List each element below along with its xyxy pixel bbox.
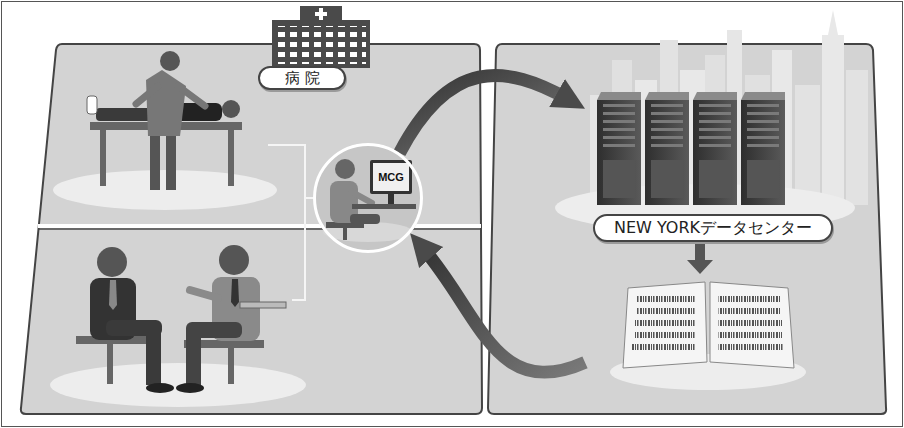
shoe bbox=[176, 383, 204, 393]
patient-shin bbox=[146, 330, 161, 385]
skyline-building bbox=[822, 35, 844, 205]
rack-slots bbox=[699, 104, 731, 152]
barcode-row bbox=[632, 344, 696, 350]
clipboard bbox=[240, 302, 286, 308]
table-leg bbox=[100, 130, 106, 186]
chair-leg bbox=[343, 228, 347, 240]
patient-head bbox=[97, 247, 127, 277]
bracket-line bbox=[268, 145, 313, 300]
barcode-row bbox=[718, 320, 782, 326]
rack-panel bbox=[747, 160, 779, 198]
floor-shadow bbox=[53, 170, 277, 210]
printed-documents bbox=[610, 282, 806, 390]
barcode-row bbox=[634, 320, 696, 326]
node-label: NEW YORKデータセンター bbox=[593, 214, 833, 242]
monitor-stand bbox=[388, 194, 394, 204]
city-skyline bbox=[590, 10, 868, 205]
document-page bbox=[710, 282, 794, 368]
monitor-screen bbox=[373, 163, 409, 191]
server-rack bbox=[693, 100, 737, 205]
operator-circle-fill bbox=[313, 143, 423, 253]
floor-shadow bbox=[323, 222, 413, 242]
panel-divider bbox=[38, 228, 481, 230]
patient-head bbox=[222, 100, 240, 118]
skyline-building bbox=[795, 85, 820, 205]
chair-leg bbox=[228, 348, 234, 384]
barcode-row bbox=[718, 296, 780, 302]
therapist-arm bbox=[178, 86, 205, 106]
consultation-scene bbox=[50, 245, 306, 407]
necktie bbox=[231, 279, 239, 307]
patient-feet bbox=[87, 96, 97, 114]
left-panel bbox=[21, 44, 482, 414]
server-rack bbox=[645, 100, 689, 205]
down-arrow bbox=[687, 244, 713, 274]
patient-legs bbox=[96, 108, 154, 121]
barcode-row bbox=[634, 332, 696, 338]
shoe bbox=[146, 383, 174, 393]
desk bbox=[352, 204, 416, 209]
document-page bbox=[623, 282, 707, 368]
data-center-group: NEW YORKデータセンター bbox=[585, 88, 865, 383]
skyline-building bbox=[846, 70, 868, 205]
therapist-leg bbox=[166, 130, 176, 190]
necktie bbox=[109, 280, 117, 310]
node-label: MCG bbox=[373, 163, 409, 191]
rack-top bbox=[741, 92, 785, 100]
rack-slots bbox=[747, 104, 779, 152]
operator-circle: MCG bbox=[313, 143, 423, 253]
barcode-row bbox=[718, 332, 782, 338]
doctor-arm bbox=[190, 290, 218, 298]
curved-arrow bbox=[422, 247, 585, 372]
therapist-leg bbox=[150, 130, 160, 190]
barcode-row bbox=[718, 308, 780, 314]
doctor-head bbox=[219, 245, 249, 275]
chair-leg bbox=[107, 344, 113, 384]
hospital-building bbox=[272, 6, 370, 68]
therapist-head bbox=[160, 51, 180, 71]
rack-panel bbox=[699, 160, 731, 198]
rack-panel bbox=[651, 160, 683, 198]
rack-slots bbox=[603, 104, 635, 152]
node-label: 病院 bbox=[280, 69, 325, 88]
curved-arrow bbox=[400, 76, 570, 153]
rack-top bbox=[645, 92, 689, 100]
therapist-body bbox=[146, 70, 186, 136]
therapy-scene bbox=[53, 51, 277, 210]
rack-panel bbox=[603, 160, 635, 198]
windows bbox=[276, 26, 366, 64]
monitor bbox=[370, 160, 412, 194]
floor-shadow bbox=[50, 363, 306, 407]
circle-outline bbox=[313, 143, 423, 253]
barcode-row bbox=[636, 308, 696, 314]
rack-top bbox=[693, 92, 737, 100]
operator-head bbox=[335, 159, 355, 179]
operator-arm bbox=[352, 192, 372, 203]
server-rack bbox=[741, 100, 785, 205]
barcode-row bbox=[718, 344, 784, 350]
building-top bbox=[300, 6, 342, 22]
rack-slots bbox=[651, 104, 683, 152]
doctor-shin bbox=[186, 330, 201, 385]
operator-scene bbox=[313, 143, 423, 253]
server-rack bbox=[597, 100, 641, 205]
therapist-arm bbox=[136, 86, 158, 104]
cross-symbol bbox=[315, 12, 327, 16]
operator-legs bbox=[350, 214, 380, 224]
building-body bbox=[272, 20, 370, 68]
circle-outline bbox=[315, 145, 422, 252]
label-pill: 病院 bbox=[258, 66, 346, 90]
rack-top bbox=[597, 92, 641, 100]
barcode-row bbox=[636, 296, 696, 302]
table-leg bbox=[228, 130, 234, 186]
server-racks bbox=[597, 92, 785, 205]
skyline-spire bbox=[828, 10, 838, 35]
